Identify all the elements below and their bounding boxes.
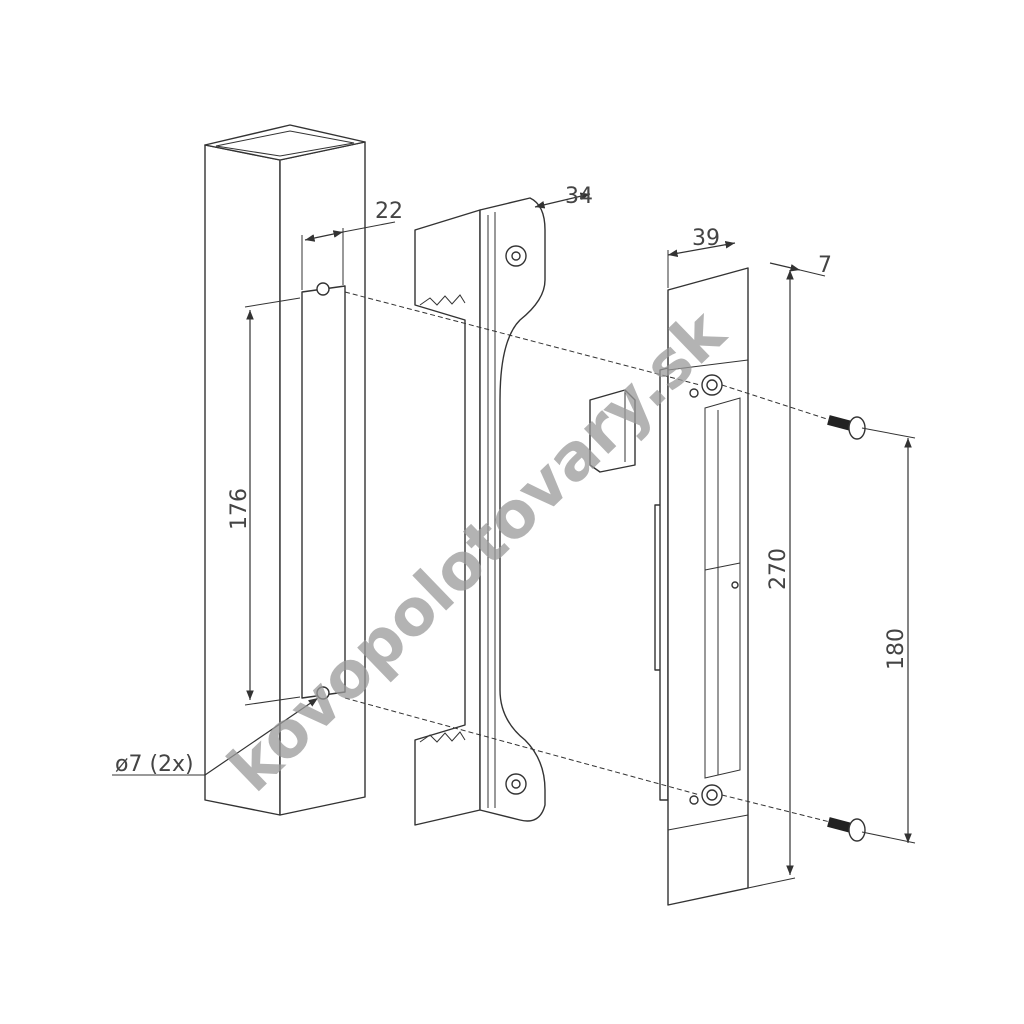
lock-bracket <box>414 197 546 826</box>
slot-hole-top <box>316 282 330 296</box>
tube-slot <box>301 285 346 699</box>
dim-hole-diameter: ø7 (2x) <box>115 752 194 777</box>
dim-plate-height: 270 <box>766 548 791 590</box>
slot-hole-bottom <box>316 686 330 700</box>
insert-piece <box>589 389 636 473</box>
dim-plate-thickness: 7 <box>818 253 832 278</box>
dim-slot-width: 22 <box>375 199 403 224</box>
square-tube <box>204 124 366 816</box>
screw-top <box>827 415 866 440</box>
dim-bracket-depth: 34 <box>565 184 593 209</box>
dim-slot-height: 176 <box>227 488 252 530</box>
screw-bottom <box>827 817 866 842</box>
dim-plate-width: 39 <box>692 226 720 251</box>
dim-screw-spacing: 180 <box>884 628 909 670</box>
strike-plate <box>654 267 749 906</box>
